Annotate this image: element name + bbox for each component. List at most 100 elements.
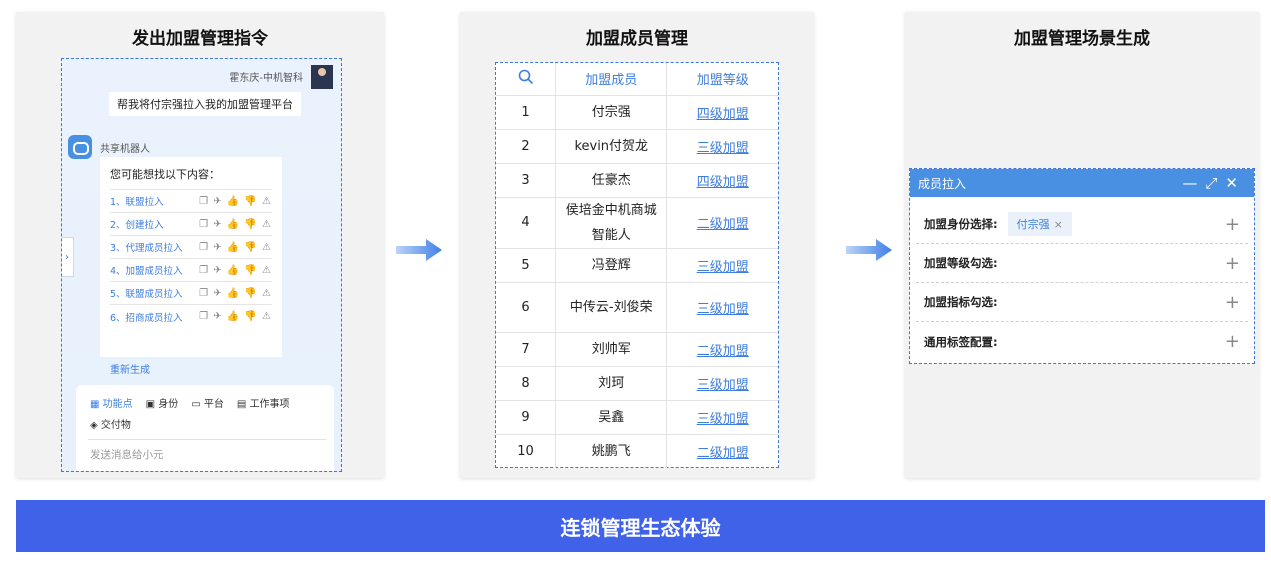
input-divider bbox=[88, 439, 326, 440]
tool-bar: ▦ 功能点 ▣ 身份 ▭ 平台 ▤ 工作事项 ◈ 交付物 bbox=[90, 395, 326, 431]
member-name: 付宗强 bbox=[555, 95, 668, 130]
suggestion-label[interactable]: 4、加盟成员拉入 bbox=[110, 266, 183, 277]
suggestion-label[interactable]: 1、联盟拉入 bbox=[110, 197, 164, 208]
bottom-banner: 连锁管理生态体验 bbox=[16, 500, 1265, 552]
regenerate-link[interactable]: 重新生成 bbox=[110, 365, 150, 376]
remove-tag-icon[interactable]: × bbox=[1053, 218, 1063, 231]
member-level[interactable]: 二级加盟 bbox=[666, 332, 778, 367]
suggestion-item[interactable]: 2、创建拉入 ❐ ✈ 👍 👎 ⚠ bbox=[110, 213, 272, 236]
selected-tag[interactable]: 付宗强× bbox=[1007, 212, 1072, 236]
bot-reply-card: 您可能想找以下内容： 1、联盟拉入 ❐ ✈ 👍 👎 ⚠ 2、创建拉入 ❐ ✈ 👍 👎 … bbox=[100, 157, 282, 357]
row-number: 6 bbox=[496, 282, 557, 333]
member-name: 刘珂 bbox=[555, 366, 668, 401]
command-panel: 发出加盟管理指令 霍东庆-中机智科 帮我将付宗强拉入我的加盟管理平台 共享机器人… bbox=[16, 12, 384, 478]
expand-chevron-icon[interactable]: › bbox=[62, 237, 74, 277]
suggestion-label[interactable]: 5、联盟成员拉入 bbox=[110, 289, 183, 300]
chat-input-card: ▦ 功能点 ▣ 身份 ▭ 平台 ▤ 工作事项 ◈ 交付物 发送消息给小元 bbox=[76, 385, 334, 471]
bot-name: 共享机器人 bbox=[100, 144, 150, 155]
modal-field-row: 加盟指标勾选: + bbox=[916, 283, 1248, 322]
tool-label: 平台 bbox=[203, 399, 224, 410]
member-level[interactable]: 三级加盟 bbox=[666, 129, 778, 164]
tool-item[interactable]: ◈ 交付物 bbox=[90, 416, 131, 431]
feedback-actions-icon[interactable]: ❐ ✈ 👍 👎 ⚠ bbox=[199, 287, 272, 299]
member-pull-modal: 成员拉入 —⤢✕ 加盟身份选择:付宗强×+加盟等级勾选:+加盟指标勾选:+通用标… bbox=[909, 168, 1255, 364]
search-icon[interactable] bbox=[496, 63, 557, 96]
member-name: 姚鹏飞 bbox=[555, 434, 668, 468]
tool-item[interactable]: ▣ 身份 bbox=[146, 395, 179, 410]
feedback-actions-icon[interactable]: ❐ ✈ 👍 👎 ⚠ bbox=[199, 311, 272, 322]
suggestion-label[interactable]: 6、招商成员拉入 bbox=[110, 312, 183, 324]
modal-field-row: 加盟身份选择:付宗强×+ bbox=[916, 205, 1248, 244]
modal-field-row: 通用标签配置:+ bbox=[916, 322, 1248, 361]
member-level[interactable]: 四级加盟 bbox=[666, 95, 778, 130]
suggestion-item[interactable]: 1、联盟拉入 ❐ ✈ 👍 👎 ⚠ bbox=[110, 190, 272, 213]
header-level: 加盟等级 bbox=[666, 63, 778, 96]
bot-intro-text: 您可能想找以下内容： bbox=[110, 166, 272, 190]
bot-avatar-icon bbox=[68, 135, 92, 159]
row-number: 2 bbox=[496, 129, 557, 164]
member-name: 任豪杰 bbox=[555, 163, 668, 198]
row-number: 7 bbox=[496, 332, 557, 367]
tool-item[interactable]: ▭ 平台 bbox=[191, 395, 224, 410]
minimize-icon[interactable]: — bbox=[1182, 174, 1206, 192]
suggestion-item[interactable]: 5、联盟成员拉入 ❐ ✈ 👍 👎 ⚠ bbox=[110, 282, 272, 305]
member-name: 冯登辉 bbox=[555, 248, 668, 283]
suggestion-label[interactable]: 2、创建拉入 bbox=[110, 220, 164, 231]
user-name: 霍东庆-中机智科 bbox=[229, 73, 303, 84]
member-level[interactable]: 二级加盟 bbox=[666, 197, 778, 249]
close-icon[interactable]: ✕ bbox=[1225, 174, 1246, 192]
tool-label: 身份 bbox=[158, 399, 179, 410]
tool-item[interactable]: ▦ 功能点 bbox=[90, 395, 133, 410]
feedback-actions-icon[interactable]: ❐ ✈ 👍 👎 ⚠ bbox=[199, 195, 272, 207]
add-icon[interactable]: + bbox=[1224, 292, 1240, 313]
add-icon[interactable]: + bbox=[1224, 253, 1240, 274]
member-level[interactable]: 三级加盟 bbox=[666, 282, 778, 333]
user-avatar bbox=[311, 65, 333, 89]
field-label: 加盟等级勾选: bbox=[924, 256, 998, 270]
member-name: 刘帅军 bbox=[555, 332, 668, 367]
add-icon[interactable]: + bbox=[1224, 214, 1240, 235]
member-level[interactable]: 三级加盟 bbox=[666, 400, 778, 435]
message-input[interactable]: 发送消息给小元 bbox=[90, 449, 164, 461]
row-number: 10 bbox=[496, 434, 557, 468]
user-message: 帮我将付宗强拉入我的加盟管理平台 bbox=[109, 92, 301, 116]
header-member: 加盟成员 bbox=[555, 63, 668, 96]
flow-arrow-icon bbox=[396, 239, 442, 261]
suggestion-item[interactable]: 4、加盟成员拉入 ❐ ✈ 👍 👎 ⚠ bbox=[110, 259, 272, 282]
scene-panel-title: 加盟管理场景生成 bbox=[1014, 29, 1150, 49]
feedback-actions-icon[interactable]: ❐ ✈ 👍 👎 ⚠ bbox=[199, 241, 272, 253]
member-level[interactable]: 三级加盟 bbox=[666, 248, 778, 283]
maximize-icon[interactable]: ⤢ bbox=[1205, 174, 1226, 192]
flow-arrow-icon bbox=[846, 239, 892, 261]
feedback-actions-icon[interactable]: ❐ ✈ 👍 👎 ⚠ bbox=[199, 264, 272, 276]
add-icon[interactable]: + bbox=[1224, 331, 1240, 352]
suggestion-item[interactable]: 3、代理成员拉入 ❐ ✈ 👍 👎 ⚠ bbox=[110, 236, 272, 259]
member-level[interactable]: 二级加盟 bbox=[696, 445, 749, 461]
modal-field-row: 加盟等级勾选: + bbox=[916, 244, 1248, 283]
modal-header: 成员拉入 —⤢✕ bbox=[910, 169, 1254, 197]
tool-label: 交付物 bbox=[100, 420, 131, 431]
member-level[interactable]: 三级加盟 bbox=[666, 366, 778, 401]
member-name: 中传云-刘俊荣 bbox=[555, 282, 668, 333]
member-level[interactable]: 四级加盟 bbox=[666, 163, 778, 198]
tool-icon: ◈ bbox=[90, 420, 101, 431]
chat-window: 霍东庆-中机智科 帮我将付宗强拉入我的加盟管理平台 共享机器人 您可能想找以下内… bbox=[61, 58, 342, 472]
tool-item[interactable]: ▤ 工作事项 bbox=[237, 395, 290, 410]
tool-icon: ▤ bbox=[236, 399, 250, 410]
tool-label: 功能点 bbox=[102, 399, 133, 410]
modal-fields: 加盟身份选择:付宗强×+加盟等级勾选:+加盟指标勾选:+通用标签配置:+ bbox=[910, 205, 1254, 361]
suggestion-item[interactable]: 6、招商成员拉入 ❐ ✈ 👍 👎 ⚠ bbox=[110, 305, 272, 328]
row-number: 3 bbox=[496, 163, 557, 198]
member-name: kevin付贺龙 bbox=[555, 129, 668, 164]
feedback-actions-icon[interactable]: ❐ ✈ 👍 👎 ⚠ bbox=[199, 218, 272, 230]
row-number: 5 bbox=[496, 248, 557, 283]
field-label: 加盟指标勾选: bbox=[924, 295, 998, 309]
suggestion-label[interactable]: 3、代理成员拉入 bbox=[110, 243, 183, 254]
